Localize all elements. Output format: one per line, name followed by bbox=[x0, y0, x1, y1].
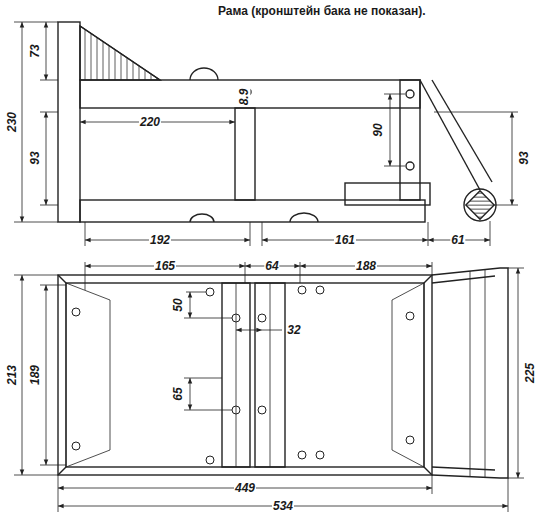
dimension-label: 534 bbox=[272, 500, 294, 513]
dimension-label: 189 bbox=[29, 364, 42, 386]
dimension-label: 32 bbox=[286, 324, 301, 337]
dimension-label: 161 bbox=[334, 234, 356, 247]
dimension-label: 225 bbox=[524, 362, 537, 384]
dimension-label: 449 bbox=[234, 482, 256, 495]
dimension-label: 213 bbox=[6, 364, 19, 386]
dimension-label: 93 bbox=[29, 150, 42, 165]
dimension-label: 65 bbox=[172, 386, 185, 401]
dimension-label: 220 bbox=[139, 116, 161, 129]
dimension-label: 165 bbox=[154, 260, 176, 273]
dimension-label: 73 bbox=[29, 43, 42, 58]
dimension-label: 93 bbox=[518, 150, 531, 165]
dimension-label: 188 bbox=[355, 260, 377, 273]
drawing-title: Рама (кронштейн бака не показан). bbox=[218, 4, 426, 18]
dimension-label: 61 bbox=[450, 234, 465, 247]
dimension-label: 230 bbox=[6, 111, 19, 133]
dimension-label: 50 bbox=[172, 297, 185, 312]
dimension-label: 192 bbox=[149, 234, 171, 247]
dimension-label: 8.9 bbox=[238, 88, 251, 107]
dimension-label: 64 bbox=[264, 260, 279, 273]
dimension-label: 90 bbox=[372, 122, 385, 137]
